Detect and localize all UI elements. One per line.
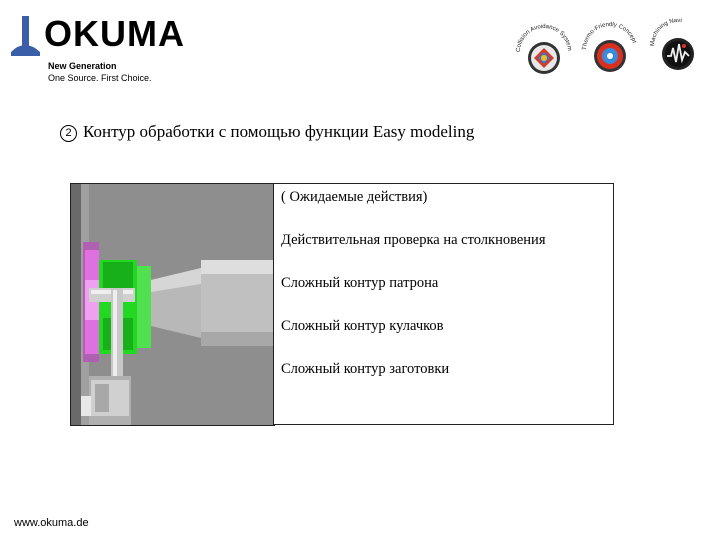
expected-action-item: Действительная проверка на столкновения <box>281 232 546 248</box>
expected-action-item: Сложный контур патрона <box>281 275 439 291</box>
brand-name: OKUMA <box>44 13 185 54</box>
machining-navi-badge: Machining Navi <box>650 18 694 70</box>
expected-action-item: Сложный контур заготовки <box>281 361 450 377</box>
slide-heading: 2 Контур обработки с помощью функции Easy… <box>60 122 620 142</box>
slide-number: 2 <box>60 125 77 142</box>
okuma-mark-icon <box>11 16 40 56</box>
easy-modeling-illustration <box>70 183 275 426</box>
tagline-primary: New Generation <box>48 61 117 71</box>
footer-url[interactable]: www.okuma.de <box>14 517 89 529</box>
lathe-model-icon <box>71 184 274 425</box>
expected-action-item: Сложный контур кулачков <box>281 318 444 334</box>
thermo-friendly-badge: Thermo-Friendly Concept <box>582 22 637 72</box>
collision-avoidance-badge: Collision Avoidance System <box>516 24 572 74</box>
expected-actions-header: ( Ожидаемые действия) <box>281 189 428 205</box>
expected-actions-box: ( Ожидаемые действия) Действительная про… <box>273 183 614 425</box>
okuma-logo <box>8 14 208 58</box>
tagline-secondary: One Source. First Choice. <box>48 73 152 83</box>
slide-title: Контур обработки с помощью функции Easy … <box>83 122 475 141</box>
